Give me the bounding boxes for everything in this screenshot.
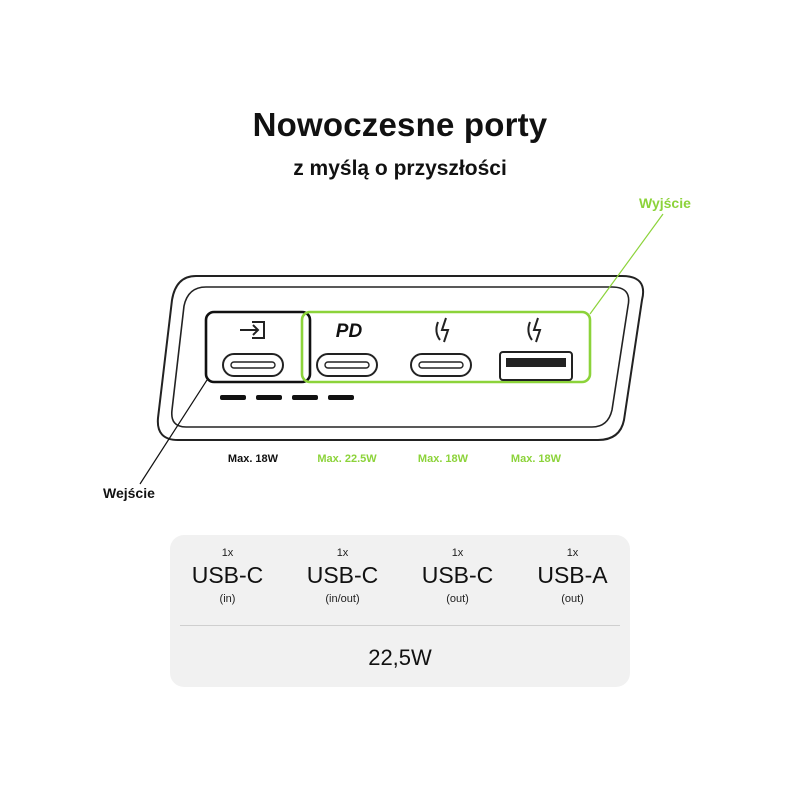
spec-column-1: 1x USB-C (in) xyxy=(170,547,285,605)
led-indicator-4 xyxy=(328,395,354,400)
page-title: Nowoczesne porty xyxy=(252,106,548,143)
output-callout-line xyxy=(589,213,664,315)
fast-charge-icon xyxy=(435,317,450,343)
port-3-usbc-slot xyxy=(410,353,472,377)
input-port-frame xyxy=(204,310,312,384)
spec-port-mode: (in) xyxy=(219,593,236,605)
spec-count: 1x xyxy=(566,547,579,559)
spec-port-type: USB-C xyxy=(421,562,494,588)
spec-port-type: USB-C xyxy=(191,562,264,588)
spec-port-mode: (in/out) xyxy=(325,593,360,605)
led-indicator-1 xyxy=(220,395,246,400)
port-2-watt: Max. 22.5W xyxy=(317,453,377,465)
led-indicator-2 xyxy=(256,395,282,400)
spec-port-type: USB-C xyxy=(306,562,379,588)
input-arrow-icon xyxy=(240,321,265,339)
spec-column-3: 1x USB-C (out) xyxy=(400,547,515,605)
powerbank-outer-shell xyxy=(156,275,644,441)
port-1-watt: Max. 18W xyxy=(227,453,279,465)
spec-port-type: USB-A xyxy=(537,562,608,588)
spec-count: 1x xyxy=(336,547,349,559)
spec-column-2: 1x USB-C (in/out) xyxy=(285,547,400,605)
output-label: Wyjście xyxy=(639,195,691,211)
spec-port-mode: (out) xyxy=(446,593,469,605)
spec-divider xyxy=(180,625,620,626)
input-callout-line xyxy=(139,379,208,485)
spec-count: 1x xyxy=(451,547,464,559)
total-power: 22,5W xyxy=(368,645,432,670)
input-label: Wejście xyxy=(103,485,155,501)
page-subtitle: z myślą o przyszłości xyxy=(293,157,507,180)
spec-port-mode: (out) xyxy=(561,593,584,605)
port-spec-card: 1x USB-C (in) 1x USB-C (in/out) 1x USB-C… xyxy=(170,535,630,687)
fast-charge-icon xyxy=(527,317,542,343)
powerbank-inner-shell xyxy=(170,286,630,428)
spec-count: 1x xyxy=(221,547,234,559)
port-4-watt: Max. 18W xyxy=(510,453,562,465)
port-2-usbc-slot xyxy=(316,353,378,377)
port-3-watt: Max. 18W xyxy=(417,453,469,465)
spec-column-4: 1x USB-A (out) xyxy=(515,547,630,605)
output-ports-frame xyxy=(300,310,592,384)
pd-icon: PD xyxy=(336,321,363,342)
port-4-usba-slot xyxy=(499,351,573,381)
led-indicator-3 xyxy=(292,395,318,400)
port-1-usbc-slot xyxy=(222,353,284,377)
